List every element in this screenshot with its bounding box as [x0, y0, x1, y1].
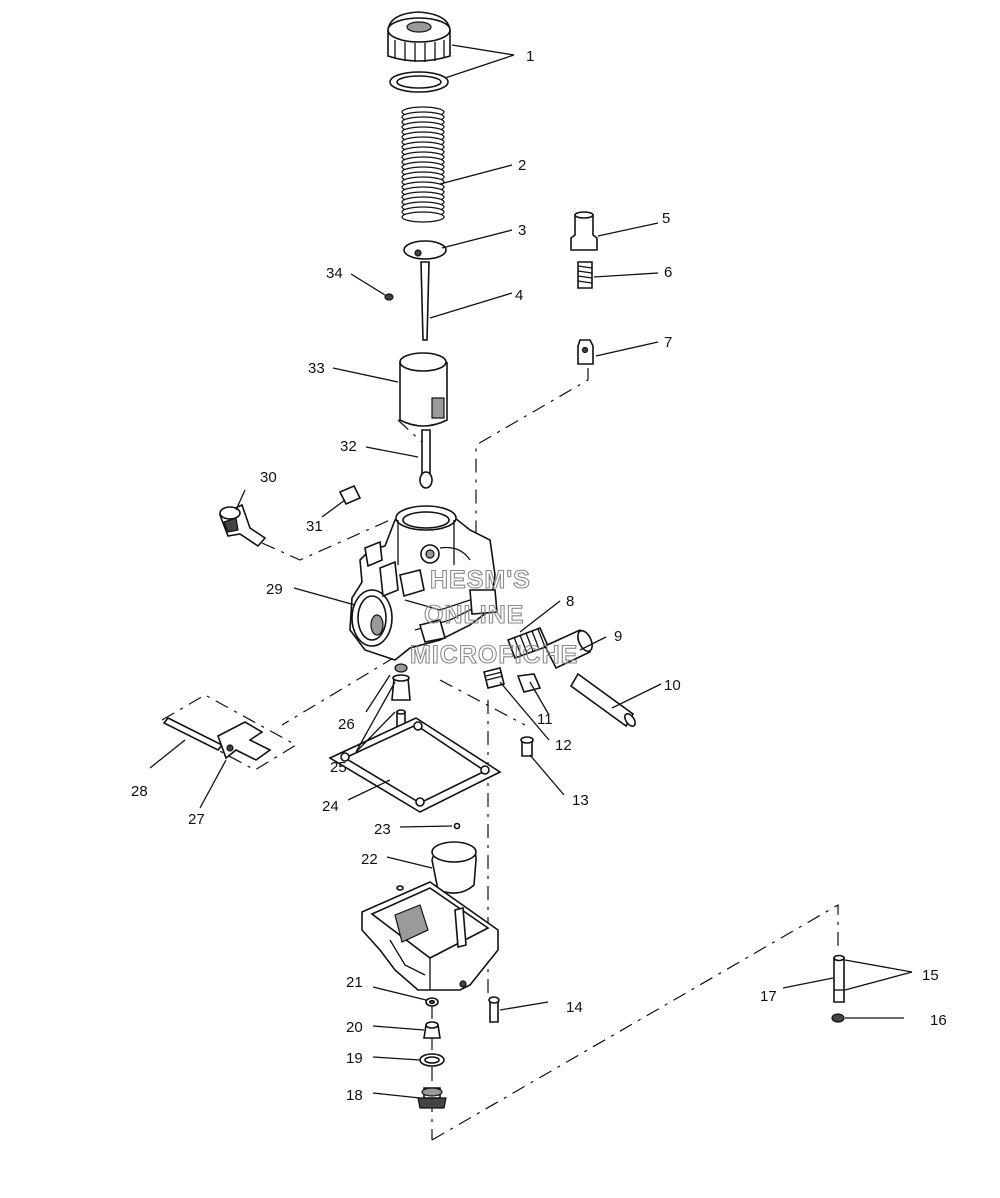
part-22-float — [431, 841, 477, 894]
callout-11: 11 — [537, 711, 553, 728]
part-18-drain-plug — [417, 1087, 447, 1109]
part-14-screw — [488, 996, 500, 1023]
callout-3: 3 — [518, 222, 526, 239]
callout-8: 8 — [566, 593, 574, 610]
callout-33: 33 — [308, 360, 325, 377]
callout-20: 20 — [346, 1019, 363, 1036]
part-32-screw — [419, 429, 433, 489]
callout-15: 15 — [922, 967, 939, 984]
part-24-gasket — [328, 717, 502, 813]
callout-1: 1 — [526, 48, 534, 65]
callout-4: 4 — [515, 287, 523, 304]
callout-12: 12 — [555, 737, 572, 754]
callout-24: 24 — [322, 798, 339, 815]
part-2-spring — [401, 106, 445, 223]
callout-26: 26 — [338, 716, 355, 733]
callout-9: 9 — [614, 628, 622, 645]
part-13-screw — [520, 736, 534, 757]
part-20-jet — [423, 1021, 441, 1039]
watermark-line-1: HESM'S — [430, 566, 531, 594]
part-12-jet — [483, 667, 505, 689]
part-29-carburetor-body — [349, 505, 498, 661]
callout-22: 22 — [361, 851, 378, 868]
callout-25: 25 — [330, 759, 347, 776]
callout-30: 30 — [260, 469, 277, 486]
part-19-oring — [419, 1053, 445, 1067]
callout-17: 17 — [760, 988, 777, 1005]
callout-19: 19 — [346, 1050, 363, 1067]
part-27-28-float-arm — [160, 694, 298, 771]
part-34-clip — [384, 293, 394, 301]
part-23-pin — [453, 822, 461, 830]
watermark: HESM'S ONLINE MICROFICHE — [409, 565, 578, 669]
callout-labels: 1 2 3 4 5 6 7 8 9 10 11 12 13 14 15 16 1… — [131, 48, 947, 1104]
part-10-tube — [569, 672, 636, 728]
callout-2: 2 — [518, 157, 526, 174]
float-bowl — [361, 881, 499, 991]
callout-6: 6 — [664, 264, 672, 281]
callout-5: 5 — [662, 210, 670, 227]
callout-31: 31 — [306, 518, 323, 535]
part-16-clip — [831, 1013, 845, 1023]
part-5-fitting — [570, 211, 598, 251]
part-7-plunger — [577, 339, 594, 365]
spring-coil — [401, 211, 445, 223]
callout-28: 28 — [131, 783, 148, 800]
part-3-plate — [403, 240, 447, 260]
callout-16: 16 — [930, 1012, 947, 1029]
part-4-needle — [420, 261, 430, 341]
part-21-washer — [425, 997, 439, 1007]
callout-7: 7 — [664, 334, 672, 351]
callout-10: 10 — [664, 677, 681, 694]
callout-14: 14 — [566, 999, 583, 1016]
callout-18: 18 — [346, 1087, 363, 1104]
callout-29: 29 — [266, 581, 283, 598]
callout-13: 13 — [572, 792, 589, 809]
part-30-elbow — [218, 503, 267, 548]
callout-34: 34 — [326, 265, 343, 282]
part-33-slide — [399, 352, 448, 427]
part-11-jet — [516, 673, 542, 693]
watermark-line-2: ONLINE — [424, 601, 524, 629]
callout-23: 23 — [374, 821, 391, 838]
leader-lines — [149, 44, 913, 1099]
part-17-pin — [833, 954, 845, 1003]
callout-32: 32 — [340, 438, 357, 455]
callout-21: 21 — [346, 974, 363, 991]
callout-27: 27 — [188, 811, 205, 828]
watermark-line-3: MICROFICHE — [410, 641, 578, 669]
part-1-cap — [387, 11, 451, 93]
part-26-jet — [391, 663, 411, 701]
part-6-spring — [577, 261, 593, 289]
